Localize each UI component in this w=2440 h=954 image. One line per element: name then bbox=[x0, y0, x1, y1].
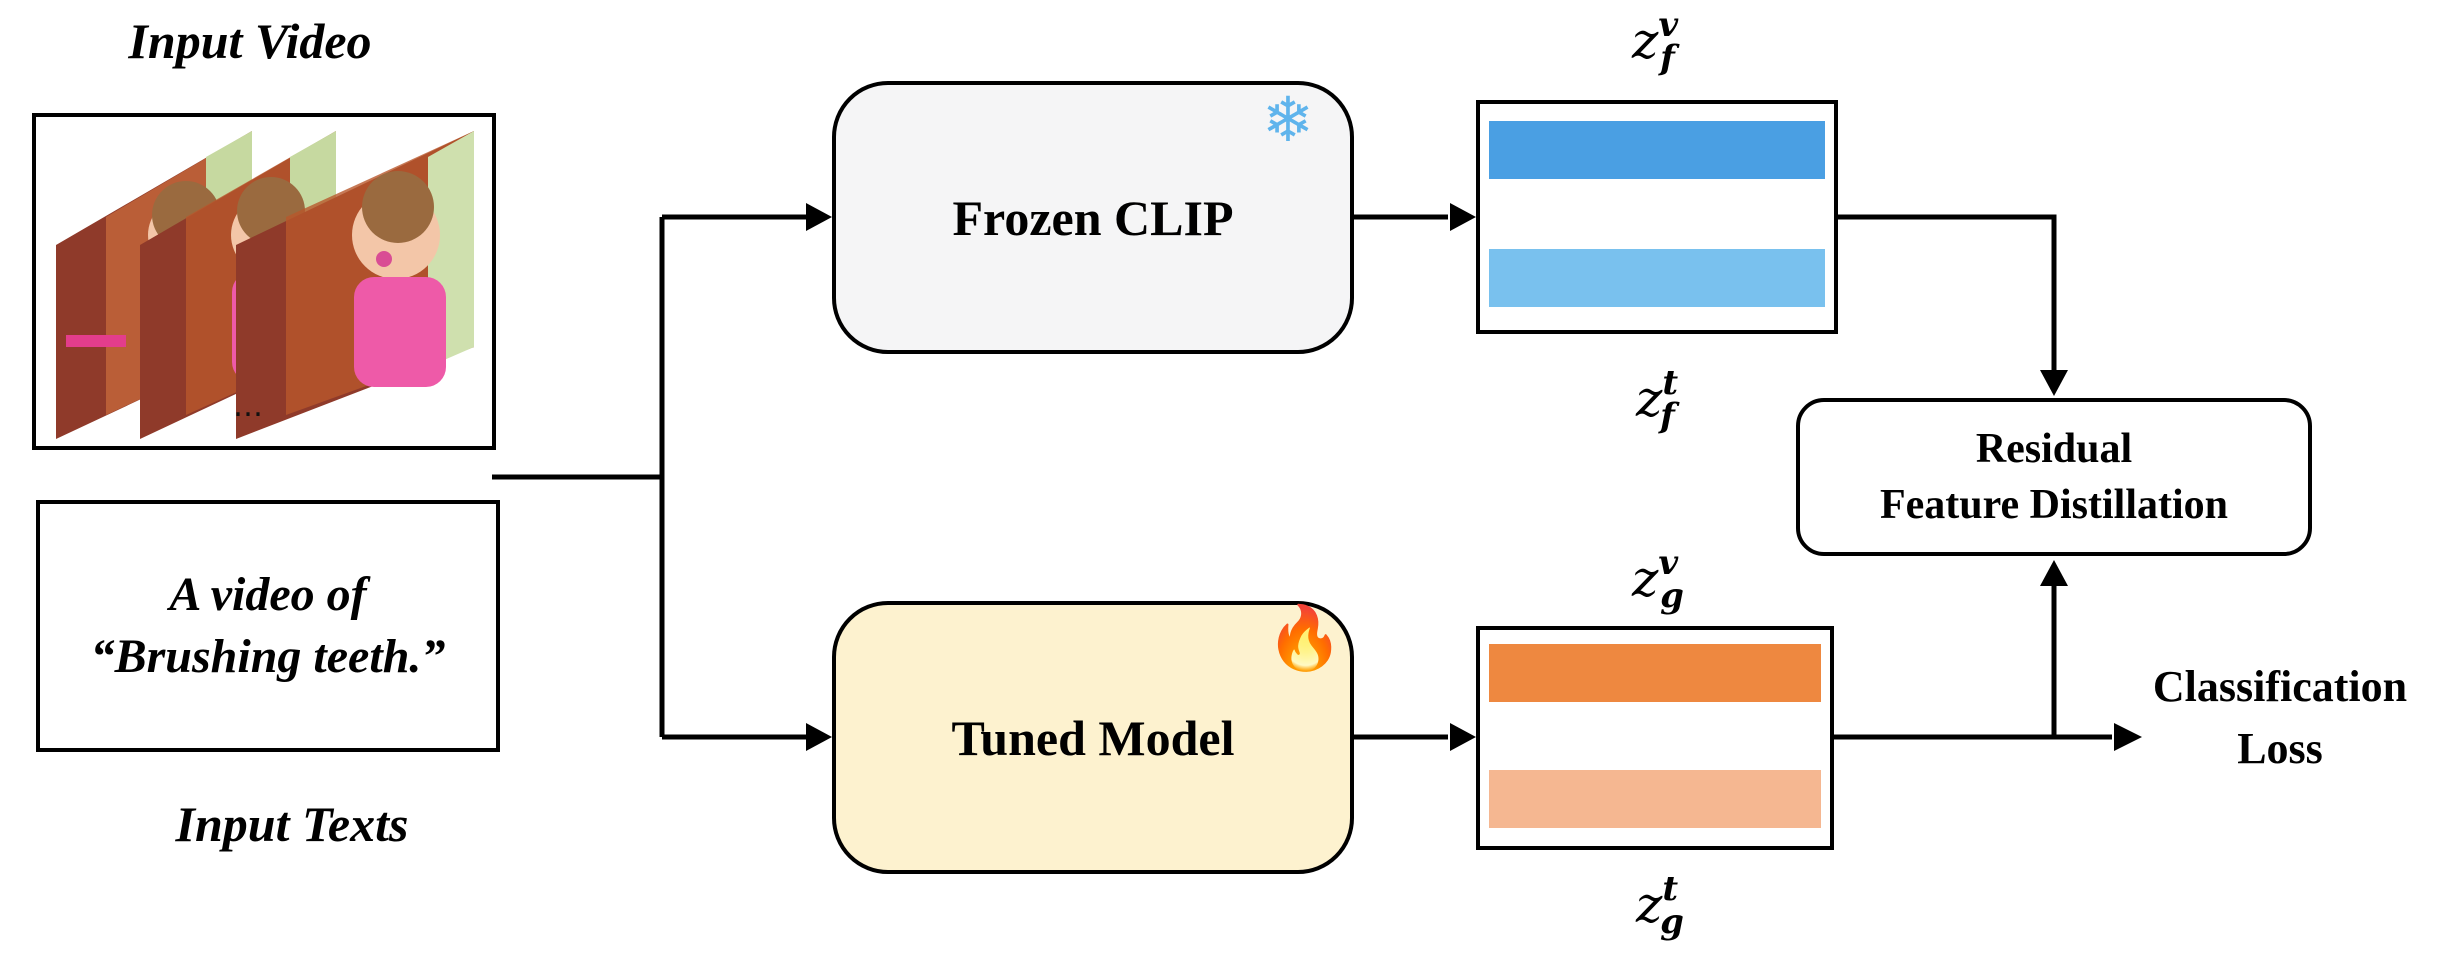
classification-loss-line-1: Classification bbox=[2152, 662, 2408, 711]
arrow-frozen-features-to-rfd bbox=[1836, 214, 2057, 376]
arrowhead-rfd-bottom bbox=[2040, 560, 2068, 586]
input-text-line-1: A video of bbox=[169, 568, 367, 621]
classification-loss-label: Classification Loss bbox=[2124, 656, 2436, 780]
input-video-frames: … bbox=[32, 113, 496, 450]
tuned-model-label: Tuned Model bbox=[951, 709, 1235, 766]
tuned-feature-box bbox=[1476, 626, 1834, 850]
arrowhead-loss bbox=[2114, 723, 2142, 751]
frozen-feature-box bbox=[1476, 100, 1838, 334]
frozen-clip-box: Frozen CLIP bbox=[832, 81, 1354, 354]
frozen-visual-feature-bar bbox=[1489, 121, 1825, 179]
tuned-visual-feature-bar bbox=[1489, 644, 1821, 702]
input-text-box: A video of “Brushing teeth.” bbox=[36, 500, 500, 752]
arrowhead-frozen-clip bbox=[806, 203, 832, 231]
frozen-text-feature-bar bbox=[1489, 249, 1825, 307]
rfd-line-1: Residual bbox=[1975, 426, 2133, 472]
frozen-clip-label: Frozen CLIP bbox=[952, 189, 1234, 246]
residual-feature-distillation-box: Residual Feature Distillation bbox=[1796, 398, 2312, 556]
frozen-text-feature-label: ztf bbox=[1636, 363, 1679, 436]
tuned-visual-feature-label: zvg bbox=[1632, 543, 1684, 616]
arrowhead-rfd-top bbox=[2040, 370, 2068, 396]
frozen-visual-feature-label: zvf bbox=[1632, 5, 1679, 78]
tuned-text-feature-label: ztg bbox=[1636, 869, 1684, 942]
arrowhead-frozen-features bbox=[1450, 203, 1476, 231]
input-texts-caption: Input Texts bbox=[175, 796, 409, 852]
classification-loss-line-2: Loss bbox=[2237, 724, 2323, 773]
rfd-line-2: Feature Distillation bbox=[1879, 482, 2229, 528]
snowflake-icon: ❄ bbox=[1262, 87, 1314, 155]
video-frame-3 bbox=[236, 131, 474, 439]
arrowhead-tuned-model bbox=[806, 723, 832, 751]
input-video-caption: Input Video bbox=[128, 13, 372, 69]
video-frames-illustration bbox=[56, 131, 474, 439]
tuned-model-box: Tuned Model bbox=[832, 601, 1354, 874]
fire-icon: 🔥 bbox=[1266, 605, 1344, 673]
tuned-text-feature-bar bbox=[1489, 770, 1821, 828]
input-text-line-2: “Brushing teeth.” bbox=[90, 630, 446, 683]
video-ellipsis: … bbox=[233, 389, 263, 424]
arrowhead-tuned-features bbox=[1450, 723, 1476, 751]
